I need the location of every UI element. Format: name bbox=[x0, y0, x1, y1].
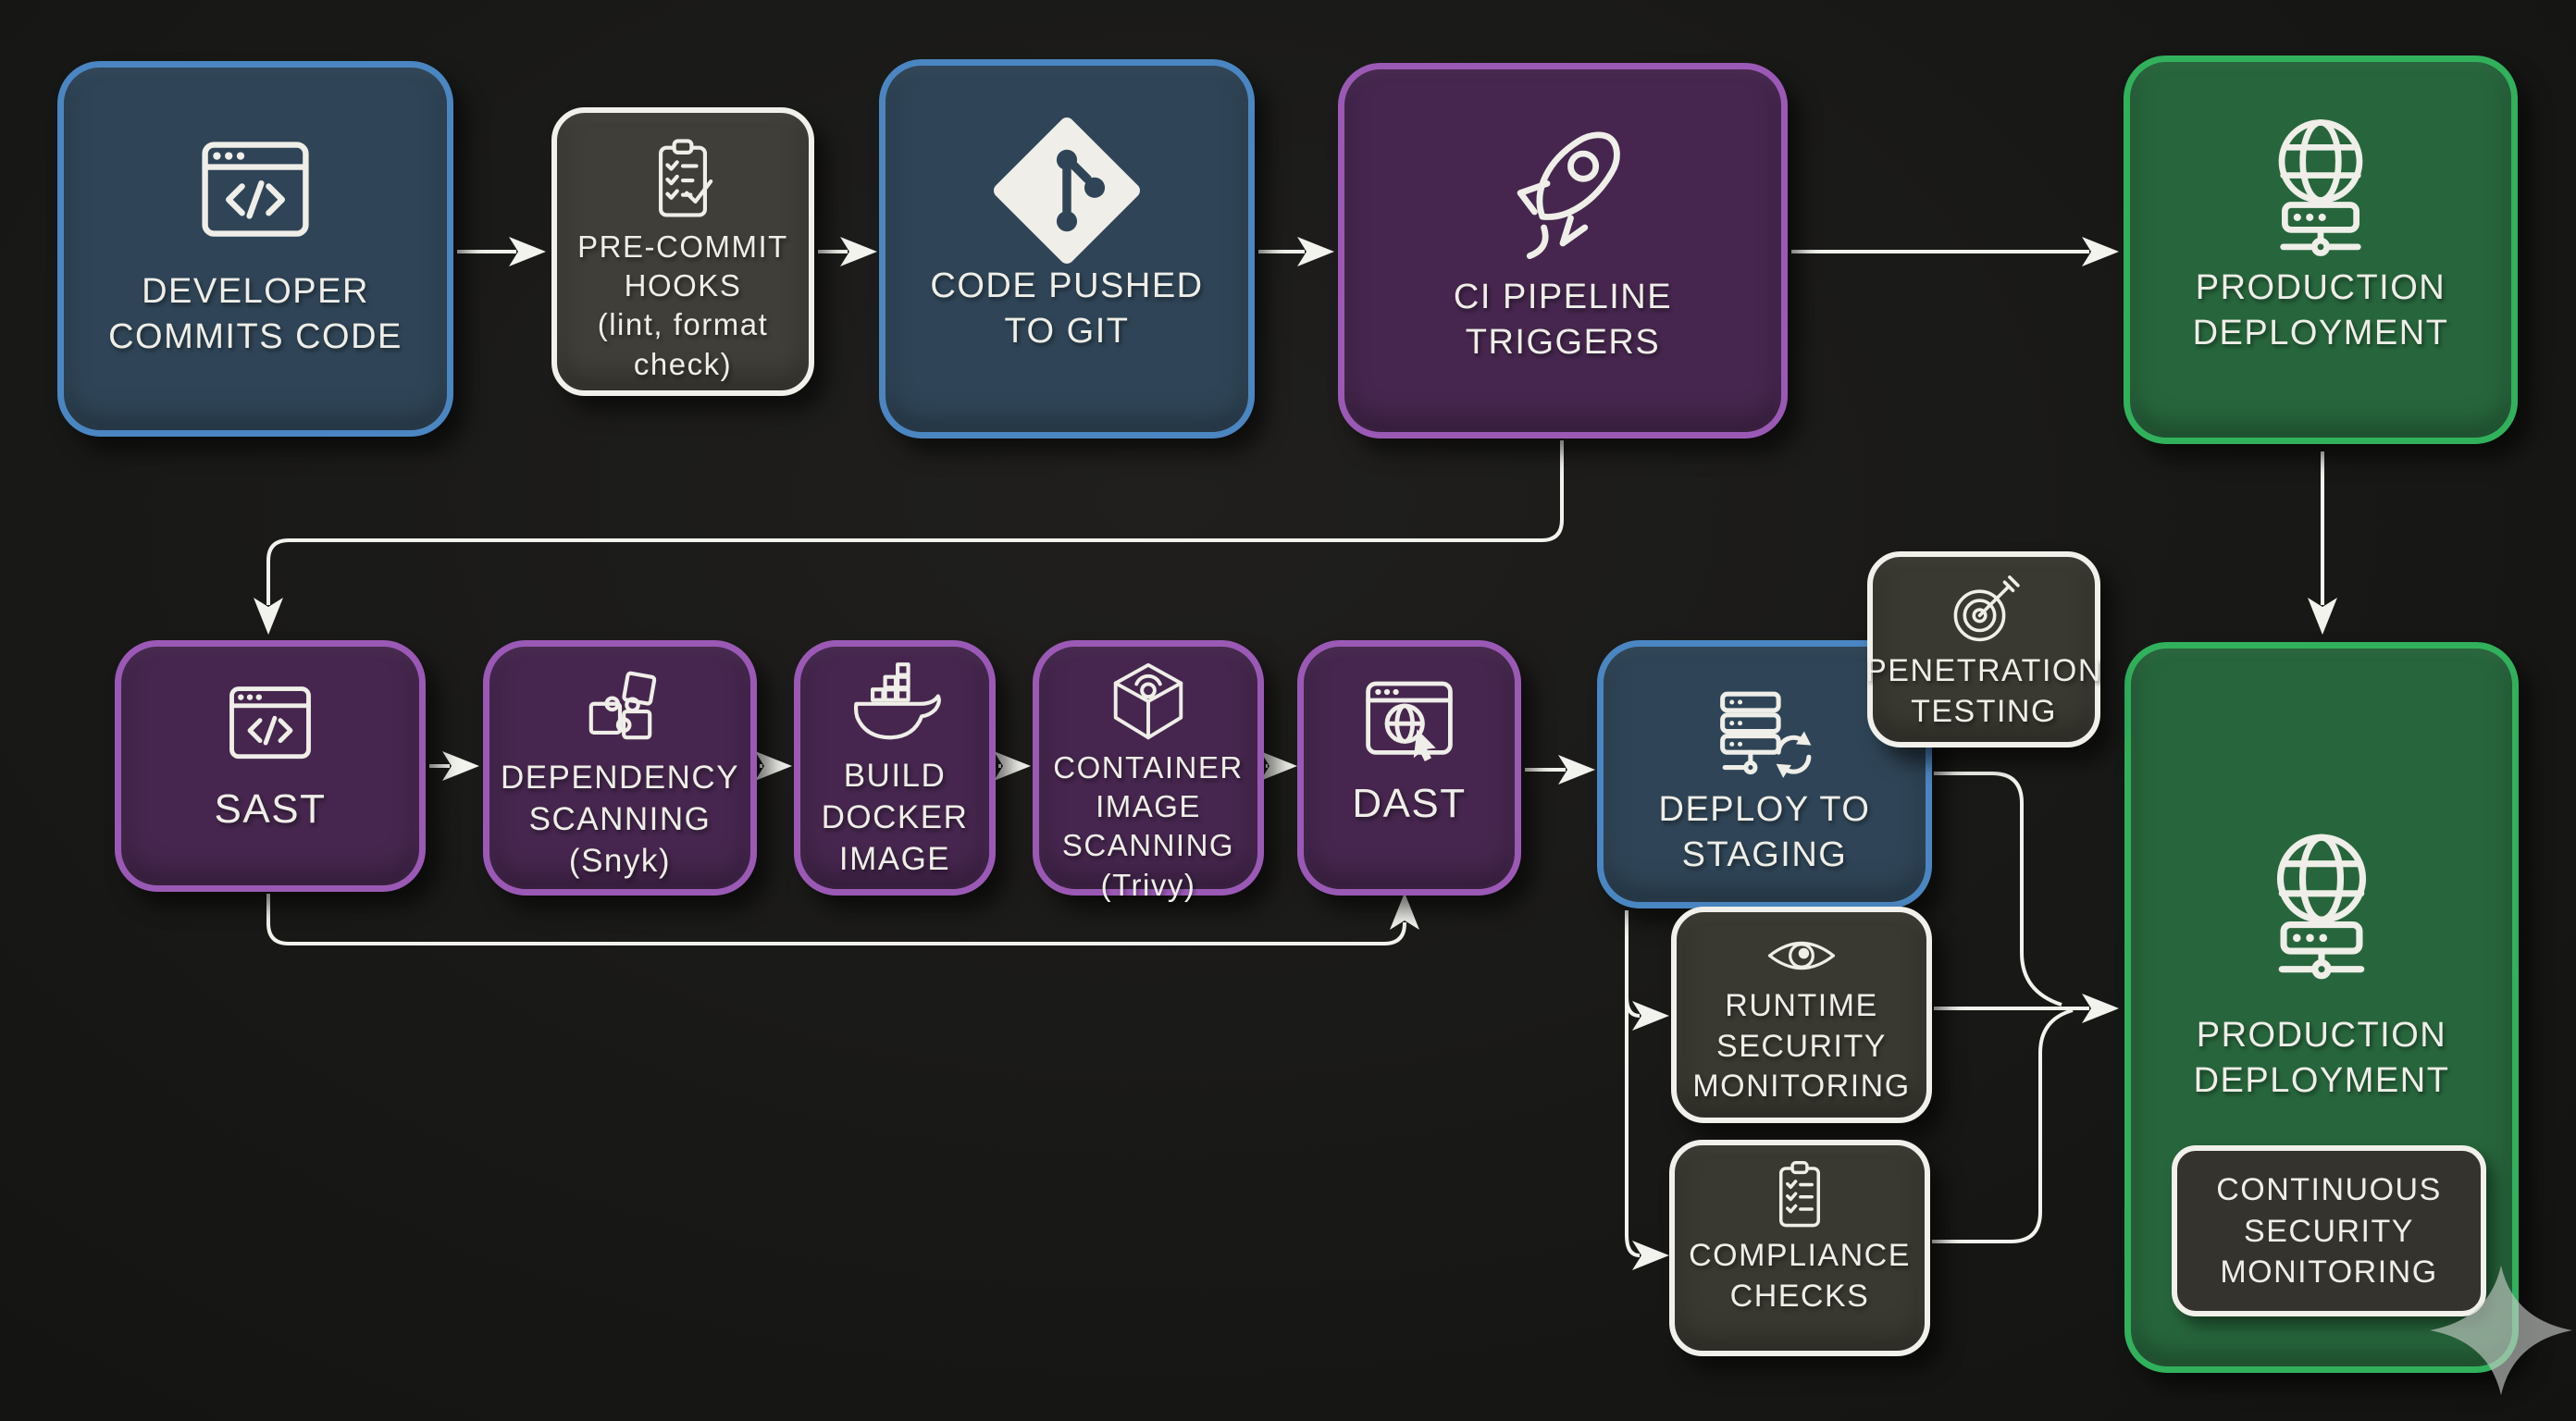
node-production-deployment-bottom: PRODUCTION DEPLOYMENT CONTINUOUS SECURIT… bbox=[2124, 642, 2519, 1373]
puzzle-icon bbox=[572, 661, 668, 758]
node-label: RUNTIME SECURITY MONITORING bbox=[1692, 988, 1911, 1105]
node-sast: SAST bbox=[115, 640, 426, 892]
git-icon bbox=[994, 117, 1140, 264]
node-label: CONTAINER IMAGE SCANNING (Trivy) bbox=[1053, 750, 1244, 902]
clipboard-check-icon bbox=[635, 131, 731, 228]
clipboard-list-icon bbox=[1759, 1155, 1840, 1236]
arrow-ci-to-sast bbox=[254, 440, 1564, 635]
rocket-icon bbox=[1484, 117, 1641, 275]
target-icon bbox=[1942, 568, 2025, 651]
node-production-deployment-top: PRODUCTION DEPLOYMENT bbox=[2124, 56, 2518, 444]
node-label: SAST bbox=[214, 786, 327, 832]
docker-whale-icon bbox=[847, 660, 943, 756]
node-developer-commits-code: DEVELOPER COMMITS CODE bbox=[57, 61, 453, 437]
code-window-icon bbox=[214, 671, 327, 784]
server-refresh-icon bbox=[1706, 671, 1823, 787]
node-label: COMPLIANCE CHECKS bbox=[1689, 1238, 1911, 1314]
sparkle-icon bbox=[2430, 1266, 2572, 1395]
node-dast: DAST bbox=[1297, 640, 1521, 896]
node-label: CODE PUSHED TO GIT bbox=[930, 266, 1204, 351]
node-compliance-checks: COMPLIANCE CHECKS bbox=[1669, 1140, 1930, 1356]
node-label: PRE-COMMIT HOOKS (lint, format check) bbox=[577, 229, 788, 381]
node-label: PENETRATION TESTING bbox=[1865, 653, 2102, 729]
node-ci-pipeline-triggers: CI PIPELINE TRIGGERS bbox=[1338, 63, 1788, 439]
continuous-security-monitoring-badge: CONTINUOUS SECURITY MONITORING bbox=[2172, 1145, 2486, 1316]
arrow-sast-to-dast-bypass bbox=[266, 893, 1419, 945]
node-label: DEPLOY TO STAGING bbox=[1658, 790, 1871, 874]
node-label: DAST bbox=[1352, 781, 1467, 826]
browser-globe-icon bbox=[1354, 667, 1465, 778]
node-label: CI PIPELINE TRIGGERS bbox=[1453, 278, 1673, 362]
globe-server-icon bbox=[2243, 110, 2398, 266]
eye-icon bbox=[1764, 925, 1839, 986]
node-container-image-scanning: CONTAINER IMAGE SCANNING (Trivy) bbox=[1033, 640, 1264, 902]
node-code-pushed-to-git: CODE PUSHED TO GIT bbox=[879, 59, 1255, 439]
node-label: DEVELOPER COMMITS CODE bbox=[108, 272, 402, 356]
node-runtime-security-monitoring: RUNTIME SECURITY MONITORING bbox=[1671, 907, 1932, 1123]
node-pre-commit-hooks: PRE-COMMIT HOOKS (lint, format check) bbox=[551, 107, 814, 396]
node-label: DEPENDENCY SCANNING (Snyk) bbox=[500, 760, 740, 879]
node-label: PRODUCTION DEPLOYMENT bbox=[2192, 268, 2449, 352]
code-window-icon bbox=[181, 121, 329, 269]
line-compliance-to-production-merge bbox=[1932, 1008, 2074, 1243]
node-label: PRODUCTION DEPLOYMENT bbox=[2193, 1016, 2450, 1100]
arrow-staging-to-compliance bbox=[1625, 910, 1669, 1270]
node-penetration-testing: PENETRATION TESTING bbox=[1865, 551, 2102, 748]
node-build-docker-image: BUILD DOCKER IMAGE bbox=[794, 640, 996, 896]
globe-server-icon bbox=[2239, 824, 2404, 1013]
node-label: BUILD DOCKER IMAGE bbox=[821, 758, 969, 877]
arrow-staging-to-runtime bbox=[1625, 996, 1669, 1031]
cube-icon bbox=[1103, 658, 1194, 748]
node-dependency-scanning: DEPENDENCY SCANNING (Snyk) bbox=[483, 640, 757, 896]
line-staging-to-production-merge bbox=[1934, 772, 2062, 1007]
